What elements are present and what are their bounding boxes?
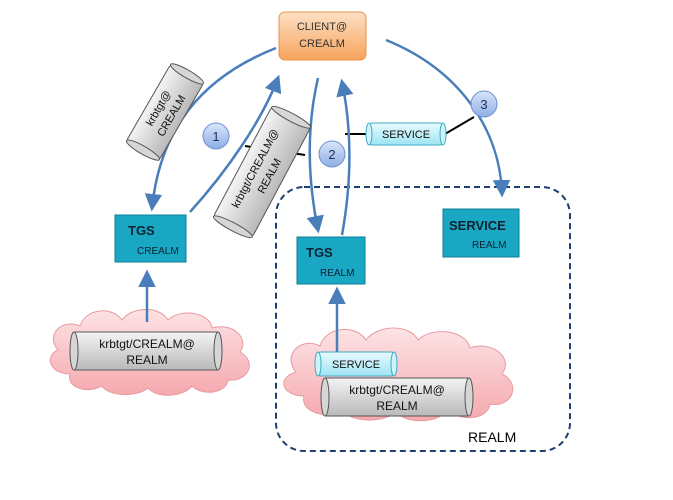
client-name: CLIENT@	[297, 21, 347, 33]
step-2-label: 2	[328, 147, 335, 162]
ticket-service-label: SERVICE	[382, 129, 430, 141]
ticket-krbtgt-crealm-scroll: krbtgt@ CREALM	[125, 63, 205, 161]
db-service-label: SERVICE	[332, 359, 380, 371]
db-service-scroll: SERVICE	[314, 351, 398, 377]
client-realm: CREALM	[299, 38, 345, 50]
db-realm-krbtgt-line2: REALM	[376, 399, 417, 413]
arrow-client-to-tgs-realm	[306, 77, 324, 234]
step-1-label: 1	[212, 129, 219, 144]
tgs-crealm-realm: CREALM	[137, 246, 179, 257]
service-node: SERVICE REALM	[442, 208, 520, 258]
service-ticket-connector-right	[444, 116, 475, 135]
service-node-title: SERVICE	[449, 218, 506, 233]
tgs-crealm-node: TGS CREALM	[114, 214, 187, 263]
step-2-marker: 2	[318, 140, 346, 168]
tgs-crealm-title: TGS	[128, 223, 155, 238]
db-client-krbtgt-line1: krbtgt/CREALM@	[99, 337, 195, 351]
tgs-realm-title: TGS	[306, 245, 333, 260]
step-3-marker: 3	[470, 90, 498, 118]
realm-boundary-label: REALM	[468, 429, 516, 445]
step-3-label: 3	[480, 97, 487, 112]
client-node: CLIENT@ CREALM	[278, 11, 367, 61]
step-1-marker: 1	[202, 122, 230, 150]
service-node-realm: REALM	[472, 240, 506, 251]
db-client-krbtgt-scroll: krbtgt/CREALM@ REALM	[69, 331, 223, 371]
tgs-realm-realm: REALM	[320, 268, 354, 279]
db-realm-krbtgt-line1: krbtgt/CREALM@	[349, 383, 445, 397]
db-client-krbtgt-line2: REALM	[126, 353, 167, 367]
db-realm-krbtgt-scroll: krbtgt/CREALM@ REALM	[320, 377, 474, 417]
ticket-service-scroll: SERVICE	[365, 122, 447, 146]
ticket-cross-realm-scroll: krbtgt/CREALM@ REALM	[212, 105, 312, 239]
arrow-tgs-crealm-to-client	[189, 74, 282, 213]
tgs-realm-node: TGS REALM	[296, 236, 366, 285]
realm-boundary	[275, 186, 571, 452]
arrow-tgs-realm-to-client	[336, 78, 354, 236]
